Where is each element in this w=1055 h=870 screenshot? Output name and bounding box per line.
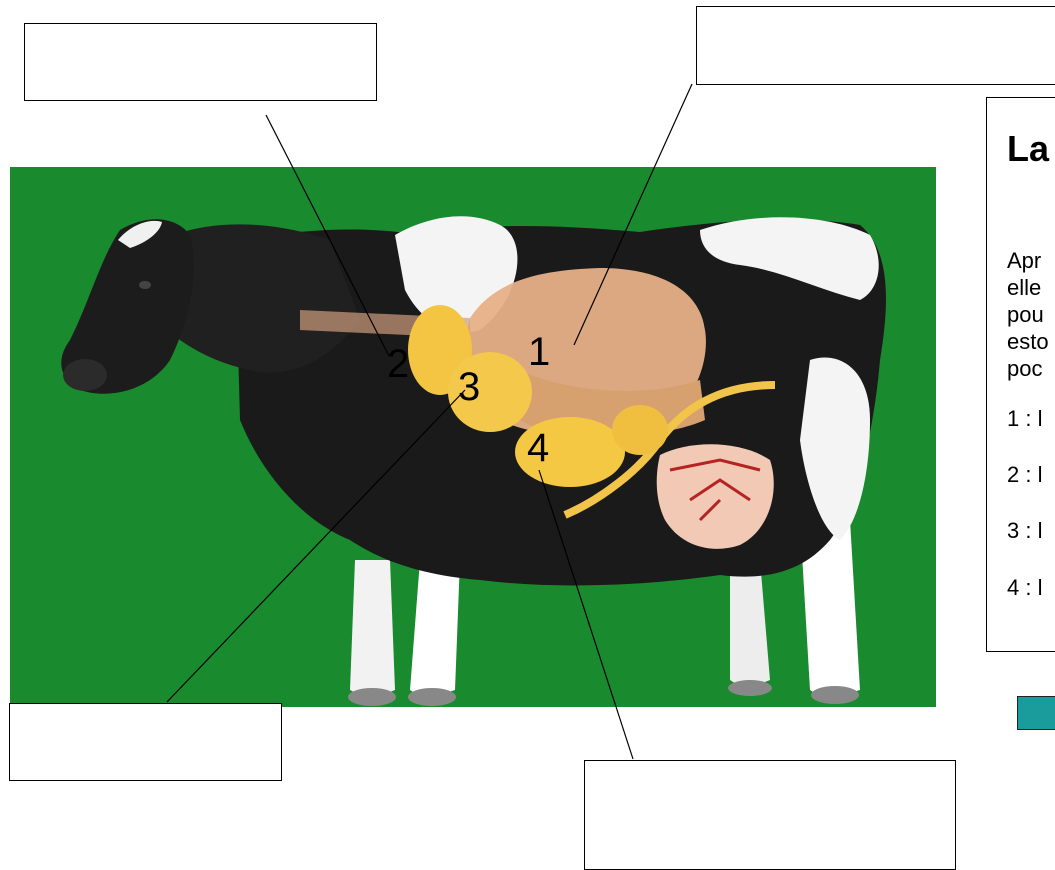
cow-illustration xyxy=(61,216,886,706)
leader-line-top-left xyxy=(265,114,390,357)
marker-4: 4 xyxy=(527,426,550,470)
cow-muzzle xyxy=(63,359,107,391)
info-item-3: 3 : l xyxy=(1007,518,1043,543)
hoof xyxy=(811,686,859,704)
cow-hind-leg-right xyxy=(800,520,860,700)
leader-line-bottom-left xyxy=(166,389,466,703)
info-paragraph-line: Apr xyxy=(1007,248,1042,273)
hoof xyxy=(408,688,456,706)
cow-white-patch xyxy=(800,357,870,540)
hoof xyxy=(348,688,396,706)
udder-veins xyxy=(669,458,761,522)
marker-1: 1 xyxy=(528,330,551,374)
label-box-bottom-left[interactable] xyxy=(9,703,282,781)
omasum-organ xyxy=(448,352,532,432)
label-box-top-right[interactable] xyxy=(696,6,1055,85)
label-box-top-left[interactable] xyxy=(24,23,377,101)
info-item-2: 2 : l xyxy=(1007,462,1043,487)
cow-white-patch xyxy=(700,217,879,300)
info-item-1: 1 : l xyxy=(1007,406,1043,431)
cow-eye xyxy=(139,281,151,289)
cow-hind-leg-left xyxy=(730,560,770,690)
nav-button[interactable] xyxy=(1017,696,1055,730)
marker-2: 2 xyxy=(387,342,410,386)
hoof xyxy=(728,680,772,696)
marker-3: 3 xyxy=(458,365,481,409)
info-item-4: 4 : l xyxy=(1007,575,1043,600)
cow-head xyxy=(61,219,194,394)
leader-line-bottom-right xyxy=(538,469,634,760)
cow-front-leg-left xyxy=(350,560,395,700)
abomasum-organ xyxy=(515,417,625,487)
info-panel: La Apr elle pou esto poc 1 : l 2 : l 3 :… xyxy=(986,97,1055,652)
info-paragraph-line: elle xyxy=(1007,275,1042,300)
label-box-bottom-right[interactable] xyxy=(584,760,956,870)
info-paragraph-line: poc xyxy=(1007,356,1043,381)
cow-udder xyxy=(656,444,774,549)
cow-ear xyxy=(118,220,162,248)
cow-neck xyxy=(140,224,360,373)
abomasum-organ-extension xyxy=(612,405,668,455)
leader-line-top-right xyxy=(573,83,693,346)
cow-front-leg-right xyxy=(410,560,460,700)
info-paragraph-line: pou xyxy=(1007,302,1044,327)
info-title: La xyxy=(1007,128,1050,169)
info-paragraph-line: esto xyxy=(1007,329,1049,354)
